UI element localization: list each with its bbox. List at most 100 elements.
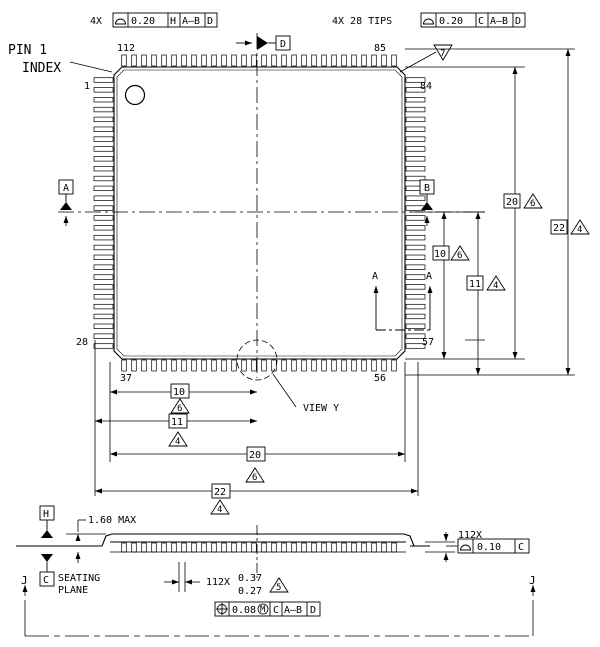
pin-lead xyxy=(161,54,167,67)
pin-lead xyxy=(93,87,114,93)
pin-lead xyxy=(93,97,114,103)
svg-text:112X: 112X xyxy=(458,530,482,541)
svg-text:0.20: 0.20 xyxy=(131,16,155,27)
pins-right-column xyxy=(405,77,426,349)
pin-lead xyxy=(281,54,287,67)
svg-text:0.10: 0.10 xyxy=(477,542,501,553)
svg-text:B: B xyxy=(424,183,430,194)
pin-lead xyxy=(381,359,387,372)
pin-lead xyxy=(371,542,377,553)
svg-text:22: 22 xyxy=(214,487,226,498)
pin-lead xyxy=(405,156,426,162)
pin-lead xyxy=(121,359,127,372)
note-flag-7: 7 xyxy=(399,44,453,73)
pin-lead xyxy=(251,542,257,553)
pin-lead xyxy=(341,359,347,372)
pin-lead xyxy=(93,215,114,221)
pin-lead xyxy=(93,225,114,231)
top-left-feature-control-frame: 4X 0.20 H A–B D xyxy=(90,12,218,28)
pins-side-view xyxy=(121,542,397,553)
datum-c-symbol: C xyxy=(39,571,55,587)
svg-text:4: 4 xyxy=(217,505,222,515)
pin-lead xyxy=(221,359,227,372)
pin-lead xyxy=(405,195,426,201)
pin-lead xyxy=(405,175,426,182)
pin-lead xyxy=(311,54,317,67)
pin-lead xyxy=(321,542,327,553)
pin-lead xyxy=(93,166,114,172)
dim-20-right: 20 6 xyxy=(503,193,543,209)
j-label-right: J xyxy=(529,574,536,587)
profile-of-surface-icon xyxy=(460,544,471,551)
pin-lead xyxy=(201,54,207,67)
top-right-feature-control-frame: 4X 28 TIPS 0.20 C A–B D xyxy=(332,12,526,28)
pins-top-row xyxy=(121,54,397,67)
svg-text:A–B: A–B xyxy=(182,16,200,27)
pin-lead xyxy=(251,54,257,67)
pin-lead xyxy=(93,294,114,300)
pin-lead xyxy=(141,542,147,553)
pin-lead xyxy=(405,254,426,260)
svg-text:7: 7 xyxy=(440,49,445,59)
pin-lead xyxy=(241,542,247,553)
pin-lead xyxy=(93,205,114,211)
pin-lead xyxy=(93,323,114,329)
pin-lead xyxy=(405,284,426,290)
svg-text:H: H xyxy=(170,16,176,27)
package-side-view xyxy=(16,533,430,553)
pin-lead xyxy=(321,359,327,372)
svg-text:D: D xyxy=(280,39,286,50)
pin1-index-dot xyxy=(124,84,146,106)
pin-lead xyxy=(291,54,297,67)
pin-number-85: 85 xyxy=(374,43,386,54)
pin-lead xyxy=(241,54,247,67)
svg-text:0.20: 0.20 xyxy=(439,16,463,27)
pin-lead xyxy=(93,175,114,182)
pin-lead xyxy=(93,77,114,83)
pin-lead xyxy=(281,542,287,553)
svg-text:1.60 MAX: 1.60 MAX xyxy=(88,515,136,526)
svg-text:6: 6 xyxy=(177,404,182,414)
pin-lead xyxy=(405,215,426,221)
dim-20-bottom: 20 6 xyxy=(245,446,266,483)
pin-lead xyxy=(391,359,397,372)
pin-lead xyxy=(391,54,397,67)
pin-lead xyxy=(93,126,114,132)
dim-22-right: 22 4 xyxy=(550,219,590,235)
pin-lead xyxy=(371,54,377,67)
pin-lead xyxy=(93,254,114,260)
svg-text:VIEW Y: VIEW Y xyxy=(303,403,339,414)
lead-width-dimension: 112X 0.37 0.27 5 xyxy=(164,562,289,597)
pin-lead xyxy=(291,542,297,553)
dim-10-right: 10 6 xyxy=(432,245,470,261)
index-label: INDEX xyxy=(22,61,61,76)
dim-11-bottom: 11 4 xyxy=(168,413,188,447)
datum-d-symbol: D xyxy=(236,35,291,51)
pin-lead xyxy=(181,359,187,372)
svg-text:6: 6 xyxy=(252,473,257,483)
seating-plane-line2: PLANE xyxy=(58,585,88,596)
pin-lead xyxy=(93,343,114,349)
pin-lead xyxy=(405,274,426,280)
pin-lead xyxy=(151,542,157,553)
svg-text:5: 5 xyxy=(276,583,281,593)
pin-lead xyxy=(131,359,137,372)
svg-text:4: 4 xyxy=(175,437,180,447)
pin-lead xyxy=(93,313,114,320)
svg-text:D: D xyxy=(310,605,316,616)
view-y-callout: VIEW Y xyxy=(236,339,339,414)
pin-lead xyxy=(121,54,127,67)
pin-lead xyxy=(261,359,267,372)
pin-number-112: 112 xyxy=(117,43,135,54)
pin-number-28: 28 xyxy=(76,337,88,348)
pin1-leader xyxy=(69,61,113,73)
svg-text:M: M xyxy=(260,605,266,615)
pin-lead xyxy=(141,54,147,67)
pin-lead xyxy=(405,264,426,270)
svg-text:10: 10 xyxy=(434,249,446,260)
section-label-left: A xyxy=(372,271,378,282)
svg-text:11: 11 xyxy=(171,417,183,428)
pin-lead xyxy=(331,54,337,67)
pin-lead xyxy=(405,234,426,241)
datum-h-symbol: H xyxy=(39,505,55,572)
